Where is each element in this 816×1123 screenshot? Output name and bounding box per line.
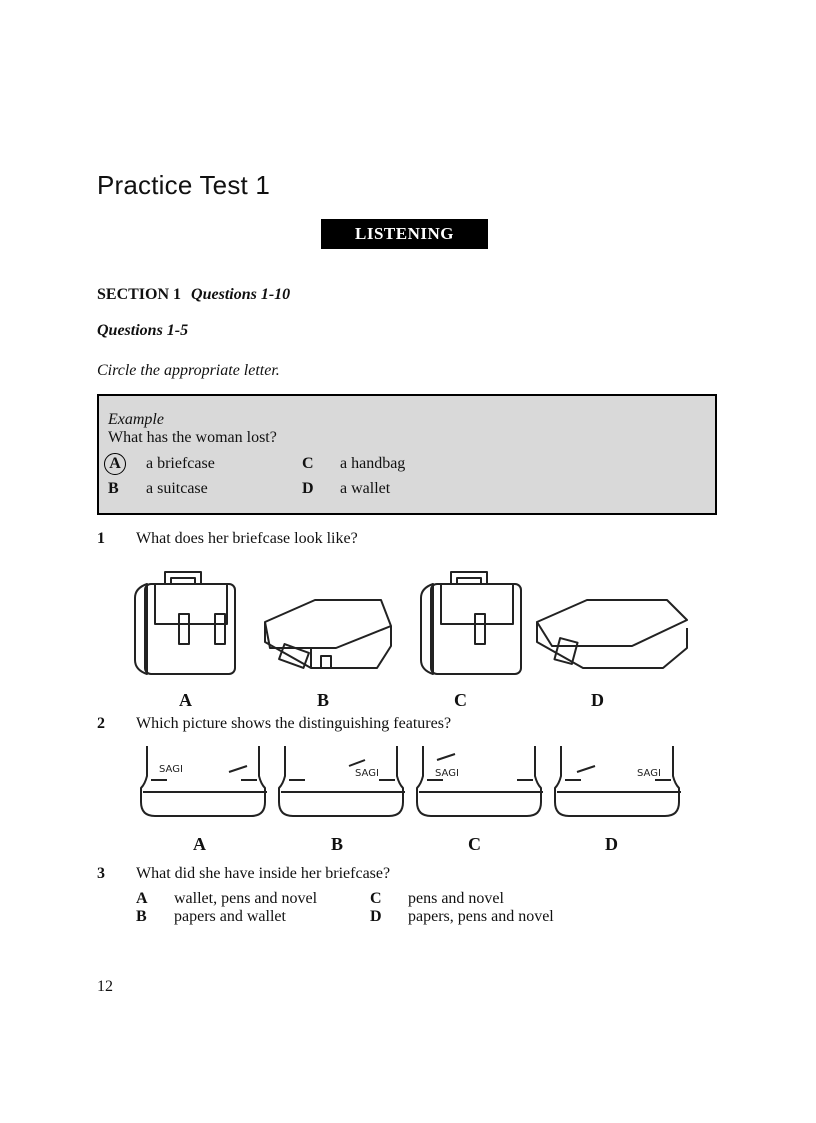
- q2-label-a[interactable]: A: [193, 834, 206, 854]
- q3-option-b-text: papers and wallet: [174, 908, 286, 925]
- q1-label-a[interactable]: A: [179, 690, 192, 710]
- example-option-a-letter[interactable]: A: [104, 453, 126, 475]
- q3-option-c-letter[interactable]: C: [370, 890, 382, 907]
- question-1-text: What does her briefcase look like?: [136, 530, 358, 547]
- briefcase-b-image: [264, 599, 392, 669]
- section-label: SECTION 1: [97, 286, 182, 303]
- question-2-text: Which picture shows the distinguishing f…: [136, 715, 452, 732]
- example-option-a-text: a briefcase: [146, 455, 215, 472]
- question-3-text: What did she have inside her briefcase?: [136, 865, 391, 882]
- case-a-tag: SAGI: [159, 764, 183, 775]
- example-option-d-letter[interactable]: D: [302, 480, 314, 497]
- q2-label-d[interactable]: D: [605, 834, 618, 854]
- page-title: Practice Test 1: [97, 170, 271, 200]
- example-option-d-text: a wallet: [340, 480, 391, 497]
- q1-label-d[interactable]: D: [591, 690, 604, 710]
- q3-option-d-letter[interactable]: D: [370, 908, 382, 925]
- case-corner-illustrations: SAGI SAGI SAGI SAGI: [140, 746, 681, 817]
- case-b-tag: SAGI: [355, 768, 379, 779]
- q3-option-d-text: papers, pens and novel: [408, 908, 554, 925]
- q1-label-b[interactable]: B: [317, 690, 330, 710]
- question-3-number: 3: [97, 865, 105, 882]
- example-option-c-letter[interactable]: C: [302, 455, 314, 472]
- instruction-text: Circle the appropriate letter.: [97, 362, 280, 379]
- case-a-image: [140, 746, 267, 817]
- example-option-c-text: a handbag: [340, 455, 406, 472]
- case-b-image: [278, 746, 405, 817]
- section-range: Questions 1-10: [191, 286, 291, 303]
- case-d-image: [554, 746, 681, 817]
- q2-label-c[interactable]: C: [468, 834, 481, 854]
- page-number: 12: [97, 978, 113, 995]
- briefcase-a-image: [134, 571, 236, 675]
- section-heading: SECTION 1 Questions 1-10: [97, 286, 290, 304]
- q3-option-a-letter[interactable]: A: [136, 890, 148, 907]
- example-option-b-letter[interactable]: B: [108, 480, 119, 497]
- question-1-number: 1: [97, 530, 105, 547]
- example-question: What has the woman lost?: [108, 429, 277, 446]
- q3-option-c-text: pens and novel: [408, 890, 504, 907]
- briefcase-c-image: [420, 571, 522, 675]
- q2-label-b[interactable]: B: [331, 834, 344, 854]
- example-option-b-text: a suitcase: [146, 480, 208, 497]
- case-d-tag: SAGI: [637, 768, 661, 779]
- q3-option-a-text: wallet, pens and novel: [174, 890, 318, 907]
- example-box: Example What has the woman lost? A a bri…: [97, 394, 717, 515]
- question-2-number: 2: [97, 715, 105, 732]
- briefcase-illustrations: [134, 571, 688, 675]
- q1-label-c[interactable]: C: [454, 690, 467, 710]
- briefcase-d-image: [536, 599, 688, 669]
- listening-banner: LISTENING: [321, 219, 488, 249]
- example-label: Example: [108, 411, 164, 428]
- case-c-tag: SAGI: [435, 768, 459, 779]
- circled-letter: A: [104, 453, 126, 475]
- case-c-image: [416, 746, 543, 817]
- questions-subheading: Questions 1-5: [97, 322, 189, 339]
- q3-option-b-letter[interactable]: B: [136, 908, 147, 925]
